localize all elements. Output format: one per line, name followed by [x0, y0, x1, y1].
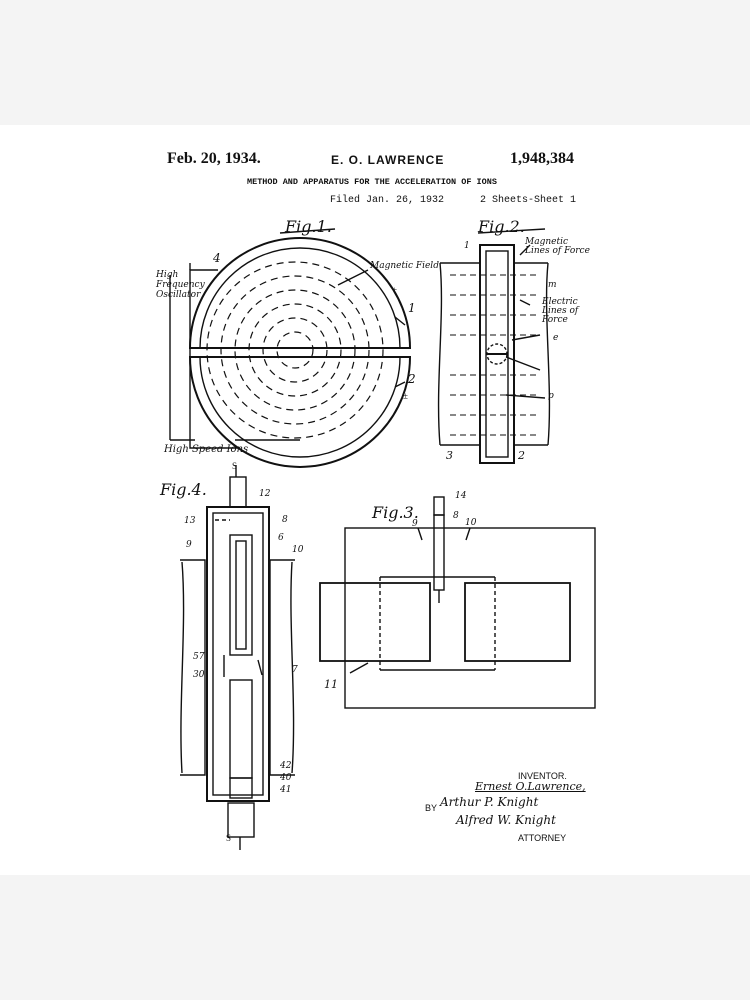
fig1-magnetic-field-label: Magnetic Field: [370, 261, 439, 271]
fig2-m-label: m: [548, 280, 557, 290]
inventor-signature: Ernest O.Lawrence,: [475, 780, 586, 793]
fig3-num-8: 8: [453, 511, 459, 521]
fig4-num-6: 6: [278, 533, 284, 543]
fig2-caption: Fig.2.: [478, 217, 525, 236]
fig2-magnetic-lines-label: Magnetic Lines of Force: [525, 237, 590, 256]
fig1-num-1: 1: [408, 301, 416, 315]
fig4-num-42: 42: [280, 761, 292, 771]
fig3-num-14: 14: [455, 491, 467, 501]
fig4-num-30: 30: [193, 670, 205, 680]
fig4-s-top: S: [232, 461, 238, 471]
fig2-electric-lines-label: Electric Lines of Force: [542, 297, 579, 325]
filed-date: Filed Jan. 26, 1932: [330, 195, 445, 206]
fig4-caption: Fig.4.: [160, 480, 207, 499]
fig2-num-2: 2: [518, 449, 525, 462]
patent-drawings: [169, 228, 596, 850]
fig1-plus: +: [392, 285, 398, 295]
by-label: BY: [425, 803, 438, 813]
inventor-label: INVENTOR.: [518, 771, 567, 781]
fig2-p-label: p: [548, 391, 554, 401]
fig1-oscillator-label: High Frequency Oscillator: [156, 270, 205, 300]
fig4-num-9: 9: [186, 540, 192, 550]
fig4-num-12: 12: [259, 489, 271, 499]
fig1-drawing: [169, 237, 412, 468]
fig1-num-4: 4: [213, 251, 221, 265]
fig4-num-41: 41: [280, 785, 292, 795]
patent-date: Feb. 20, 1934.: [167, 150, 261, 167]
fig3-num-11: 11: [324, 678, 338, 691]
fig4-num-13: 13: [184, 516, 196, 526]
fig4-num-7: 7: [292, 665, 298, 675]
fig4-num-57: 57: [193, 652, 205, 662]
fig1-caption: Fig.1.: [285, 217, 332, 236]
fig3-num-9: 9: [412, 519, 418, 529]
patent-title: METHOD AND APPARATUS FOR THE ACCELERATIO…: [247, 177, 497, 187]
patent-number: 1,948,384: [510, 150, 574, 167]
fig4-num-10: 10: [292, 545, 304, 555]
fig4-num-40: 40: [280, 773, 292, 783]
fig4-num-8: 8: [282, 515, 288, 525]
fig2-num-1: 1: [464, 241, 470, 251]
fig1-num-2: 2: [408, 372, 416, 386]
fig1-minus: ±: [403, 391, 408, 401]
fig3-drawing: [319, 496, 596, 709]
fig2-e-label: e: [553, 333, 559, 343]
fig4-drawing: [180, 465, 295, 850]
fig4-s-bottom: S: [226, 833, 232, 843]
fig1-high-speed-ions-label: High Speed Ions: [164, 444, 249, 455]
fig3-caption: Fig.3.: [372, 503, 419, 522]
attorney-signature-1: Arthur P. Knight: [440, 795, 539, 809]
inventor-header: E. O. LAWRENCE: [331, 153, 445, 167]
attorney-label: ATTORNEY: [518, 833, 567, 843]
fig2-num-3: 3: [446, 449, 453, 462]
patent-sheet: Feb. 20, 1934. E. O. LAWRENCE 1,948,384 …: [0, 125, 750, 875]
sheet-count: 2 Sheets-Sheet 1: [480, 195, 577, 206]
attorney-signature-2: Alfred W. Knight: [456, 813, 556, 827]
fig3-num-10: 10: [465, 518, 477, 528]
fig2-drawing: [437, 244, 551, 464]
